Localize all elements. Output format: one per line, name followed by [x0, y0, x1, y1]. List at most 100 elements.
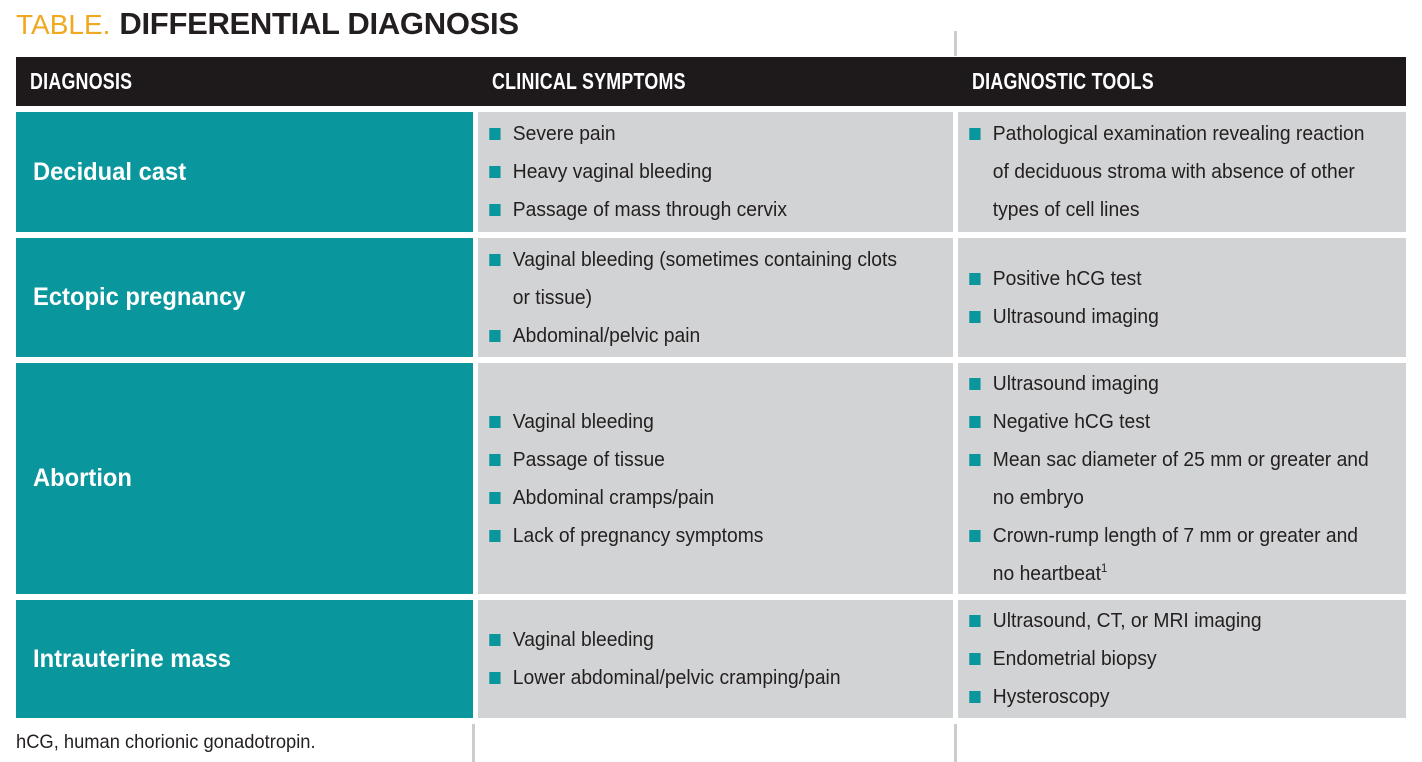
diagnosis-cell: Decidual cast	[16, 112, 473, 232]
bullet-square-icon	[489, 329, 501, 342]
column-header-diagnosis: DIAGNOSIS	[16, 68, 478, 95]
bullet-item: Ultrasound imaging	[958, 365, 1379, 403]
bullet-square-icon	[969, 691, 981, 703]
figure-title: TABLE. DIFFERENTIAL DIAGNOSIS	[16, 6, 519, 42]
bullet-item-text: Passage of mass through cervix	[512, 198, 787, 221]
bullet-item-text: Severe pain	[512, 122, 616, 145]
diagnosis-label: Abortion	[33, 464, 132, 492]
bullet-item-text: Vaginal bleeding	[512, 409, 654, 433]
diagnosis-cell: Abortion	[16, 363, 473, 594]
bullet-item: Lower abdominal/pelvic cramping/pain	[478, 659, 925, 697]
bullet-square-icon	[969, 272, 981, 285]
diagnosis-cell: Intrauterine mass	[16, 600, 473, 718]
footnote-reference: 1	[1100, 560, 1108, 575]
bullet-square-icon	[969, 453, 981, 466]
table-label: TABLE.	[16, 9, 111, 40]
bullet-square-icon	[969, 310, 981, 323]
bullet-item-text: Abdominal cramps/pain	[512, 485, 715, 509]
bullet-square-icon	[969, 529, 981, 542]
bullet-item-text: Ultrasound, CT, or MRI imaging	[992, 609, 1262, 632]
column-rule-bottom-right	[954, 724, 957, 762]
bullet-item-text: Endometrial biopsy	[992, 647, 1157, 670]
bullet-item: Ultrasound, CT, or MRI imaging	[958, 602, 1379, 640]
bullet-item: Passage of mass through cervix	[478, 191, 925, 229]
table-header-row: DIAGNOSIS CLINICAL SYMPTOMS DIAGNOSTIC T…	[16, 57, 1406, 106]
bullet-square-icon	[489, 453, 501, 466]
bullet-item: Vaginal bleeding	[478, 621, 925, 659]
bullet-item: Crown-rump length of 7 mm or greater and…	[958, 517, 1379, 593]
page-title: DIFFERENTIAL DIAGNOSIS	[119, 6, 519, 41]
bullet-square-icon	[969, 128, 981, 140]
bullet-list: Pathological examination revealing react…	[958, 115, 1379, 229]
bullet-item-text: Lower abdominal/pelvic cramping/pain	[512, 666, 841, 689]
bullet-square-icon	[489, 529, 501, 542]
bullet-item: Vaginal bleeding (sometimes containing c…	[478, 241, 925, 317]
bullet-item-text: Pathological examination revealing react…	[992, 122, 1365, 221]
bullet-square-icon	[489, 491, 501, 504]
bullet-list: Vaginal bleeding (sometimes containing c…	[478, 241, 925, 355]
bullet-item-text: Positive hCG test	[992, 266, 1142, 290]
bullet-item: Endometrial biopsy	[958, 640, 1379, 678]
bullet-square-icon	[489, 634, 501, 646]
diagnosis-label: Decidual cast	[33, 157, 187, 186]
bullet-square-icon	[489, 166, 501, 178]
diagnosis-label: Intrauterine mass	[33, 644, 232, 673]
bullet-square-icon	[489, 672, 501, 684]
bullet-item: Pathological examination revealing react…	[958, 115, 1379, 229]
bullet-item: Abdominal/pelvic pain	[478, 317, 925, 355]
column-rule-top	[954, 31, 957, 56]
column-header-label: CLINICAL SYMPTOMS	[492, 68, 686, 94]
bullet-item-text: Lack of pregnancy symptoms	[512, 523, 764, 547]
bullet-item-text: Ultrasound imaging	[992, 371, 1159, 395]
bullet-item-text: Passage of tissue	[512, 447, 665, 471]
bullet-item-text: Vaginal bleeding (sometimes containing c…	[512, 247, 897, 309]
column-header-label: DIAGNOSIS	[30, 68, 133, 94]
bullet-item: Negative hCG test	[958, 403, 1379, 441]
bullet-item-text: Mean sac diameter of 25 mm or greater an…	[992, 447, 1369, 509]
bullet-item: Ultrasound imaging	[958, 298, 1379, 336]
bullet-item: Passage of tissue	[478, 441, 925, 479]
bullet-square-icon	[489, 128, 501, 140]
bullet-square-icon	[489, 253, 501, 266]
bullet-item-text: Negative hCG test	[992, 409, 1151, 433]
bullet-item-text: Vaginal bleeding	[512, 628, 654, 651]
bullet-item-text: Hysteroscopy	[992, 685, 1110, 708]
bullet-item: Abdominal cramps/pain	[478, 479, 925, 517]
differential-diagnosis-table: DIAGNOSIS CLINICAL SYMPTOMS DIAGNOSTIC T…	[16, 57, 1406, 718]
bullet-square-icon	[969, 653, 981, 665]
column-rule-bottom-left	[472, 724, 475, 762]
bullet-item: Vaginal bleeding	[478, 403, 925, 441]
bullet-item: Hysteroscopy	[958, 678, 1379, 716]
bullet-square-icon	[969, 415, 981, 428]
bullet-square-icon	[489, 204, 501, 216]
diagnosis-cell: Ectopic pregnancy	[16, 238, 473, 357]
bullet-item-text: Ultrasound imaging	[992, 304, 1159, 328]
bullet-square-icon	[969, 377, 981, 390]
bullet-item: Positive hCG test	[958, 260, 1379, 298]
bullet-item-text: Abdominal/pelvic pain	[512, 323, 701, 347]
symptoms-cell: Vaginal bleeding (sometimes containing c…	[478, 238, 953, 357]
footnote: hCG, human chorionic gonadotropin.	[16, 731, 316, 753]
bullet-item: Mean sac diameter of 25 mm or greater an…	[958, 441, 1379, 517]
bullet-item: Lack of pregnancy symptoms	[478, 517, 925, 555]
column-header-label: DIAGNOSTIC TOOLS	[972, 68, 1154, 94]
tools-cell: Pathological examination revealing react…	[958, 112, 1406, 232]
bullet-item-text: Heavy vaginal bleeding	[512, 160, 713, 183]
bullet-square-icon	[489, 415, 501, 428]
bullet-item: Heavy vaginal bleeding	[478, 153, 925, 191]
bullet-square-icon	[969, 615, 981, 627]
bullet-item: Severe pain	[478, 115, 925, 153]
column-header-clinical-symptoms: CLINICAL SYMPTOMS	[478, 68, 958, 95]
